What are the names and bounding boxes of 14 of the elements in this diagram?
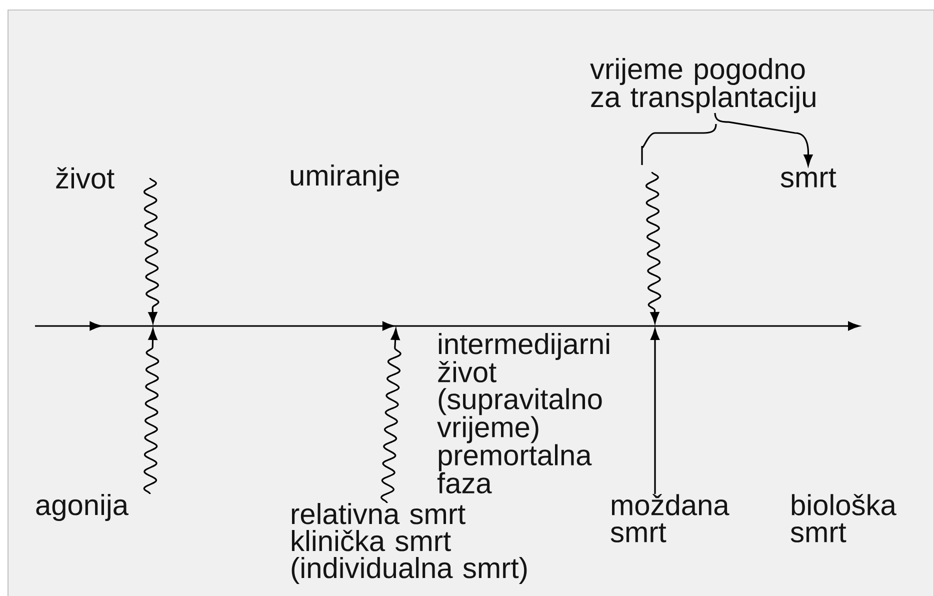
arrow	[714, 113, 813, 166]
timeline-label: agonija	[36, 494, 128, 522]
wavy-arrow	[380, 328, 402, 504]
phase-label: umiranje	[290, 164, 399, 192]
phase-label: biološka smrt	[790, 494, 896, 542]
arrow	[650, 328, 660, 494]
wavy-arrow	[143, 177, 160, 324]
timeline-label: smrt	[780, 168, 836, 188]
timeline-label: život	[56, 167, 114, 189]
timeline-label: moždana smrt	[610, 494, 730, 542]
phase-label: intermedijarni život (supravitalno vrijeme) premortalna faza	[437, 333, 610, 494]
wavy-arrow	[143, 328, 160, 495]
timeline-label: vrijeme pogodno za transplantaciju	[590, 58, 816, 114]
timeline-label: relativna smrt klinička smrt (individualna smrt)	[292, 503, 527, 584]
